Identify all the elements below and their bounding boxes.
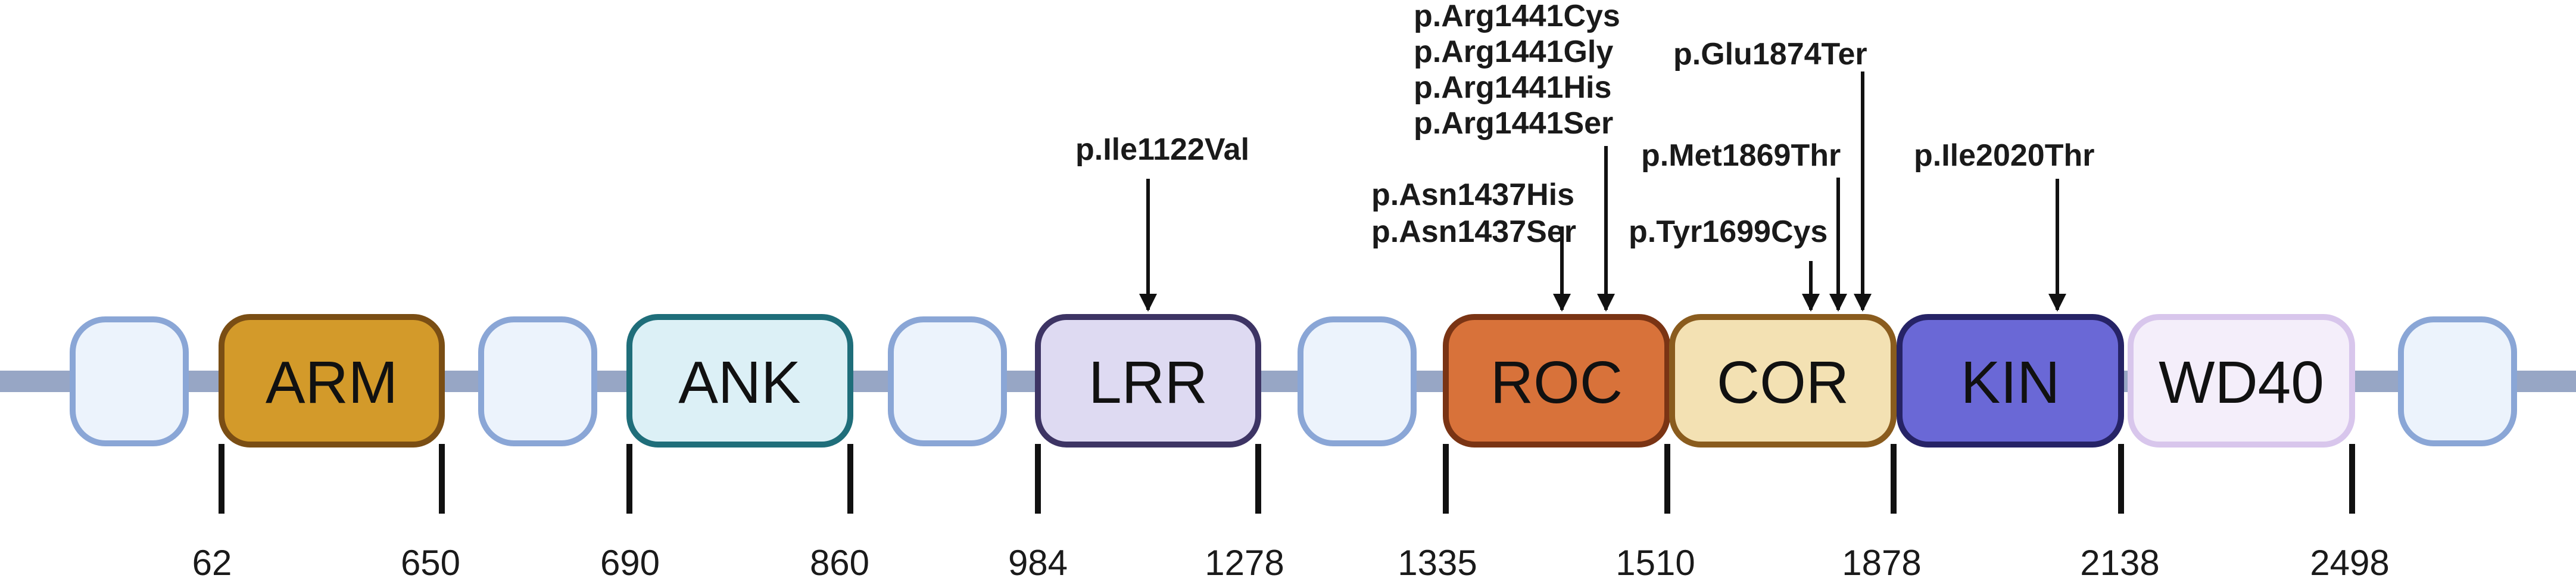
position-label: 62 [192, 543, 232, 578]
linker-box [1298, 316, 1417, 446]
position-label: 650 [401, 543, 460, 578]
linker-box [2398, 316, 2517, 446]
domain-cor: COR [1669, 314, 1897, 448]
position-label: 2498 [2310, 543, 2389, 578]
linker-box [478, 316, 597, 446]
position-label: 1335 [1398, 543, 1477, 578]
mutation-label: p.Tyr1699Cys [1629, 215, 1827, 249]
domain-roc: ROC [1443, 314, 1670, 448]
domain-ank: ANK [626, 314, 853, 448]
domain-box [1669, 314, 1897, 448]
mutation-label: p.Ile1122Val [1075, 132, 1249, 167]
domain-label: COR [1717, 349, 1849, 416]
domain-box [219, 314, 445, 448]
domain-box [2128, 314, 2355, 448]
domain-box [1897, 314, 2124, 448]
domain-label: KIN [1961, 349, 2060, 416]
mutation-arrows [1139, 72, 2066, 312]
mutation-label: p.Arg1441Gly [1414, 35, 1613, 69]
linker-box [888, 316, 1007, 446]
domain-label: ANK [678, 349, 801, 416]
position-label: 860 [810, 543, 869, 578]
position-labels: 62 650 690 860 984 1278 1335 1510 1878 2… [192, 543, 2390, 578]
position-label: 1510 [1616, 543, 1695, 578]
domain-label: LRR [1089, 349, 1208, 416]
mutation-label: p.Ile2020Thr [1914, 138, 2094, 173]
domain-label: ARM [266, 349, 398, 416]
domains: ARM ANK LRR ROC COR KIN WD40 [219, 314, 2355, 448]
mutation-label: p.Asn1437Ser [1371, 215, 1576, 249]
domain-lrr: LRR [1035, 314, 1261, 448]
position-label: 690 [600, 543, 660, 578]
domain-label: WD40 [2159, 349, 2324, 416]
mutation-label: p.Met1869Thr [1641, 138, 1841, 173]
domain-box [1443, 314, 1670, 448]
mutation-label: p.Asn1437His [1371, 178, 1574, 212]
position-label: 984 [1008, 543, 1068, 578]
domain-box [1035, 314, 1261, 448]
domain-wd40: WD40 [2128, 314, 2355, 448]
position-label: 1878 [1842, 543, 1921, 578]
mutation-label: p.Arg1441Cys [1414, 0, 1620, 33]
linker-box [70, 316, 189, 446]
domain-label: ROC [1490, 349, 1623, 416]
domain-box [626, 314, 853, 448]
position-label: 2138 [2080, 543, 2159, 578]
mutation-label: p.Glu1874Ter [1673, 37, 1867, 72]
domain-kin: KIN [1897, 314, 2124, 448]
mutation-label: p.Arg1441Ser [1414, 106, 1613, 141]
domain-arm: ARM [219, 314, 445, 448]
linker-regions [70, 316, 2517, 446]
domain-boundary-ticks [219, 444, 2355, 514]
position-label: 1278 [1205, 543, 1284, 578]
mutation-label: p.Arg1441His [1414, 70, 1611, 105]
mutation-labels: p.Ile1122Val p.Asn1437His p.Asn1437Ser p… [1075, 0, 2094, 249]
